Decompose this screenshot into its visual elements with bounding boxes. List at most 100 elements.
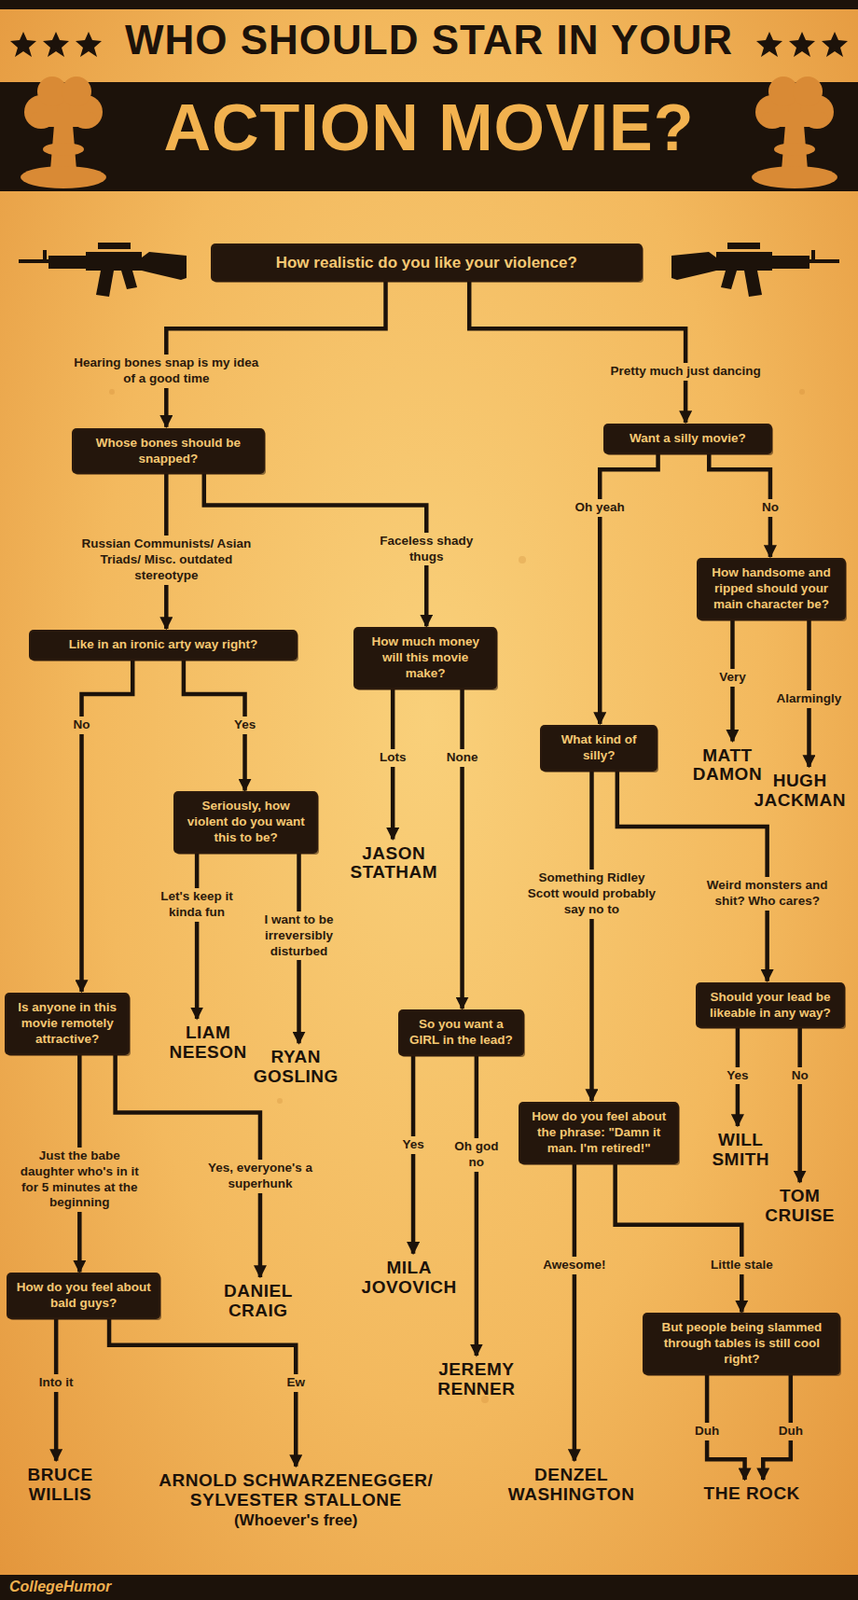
answer-name: LIAM NEESON — [167, 1021, 250, 1065]
question-text: How realistic do you like your violence? — [221, 252, 632, 273]
flow-arrow — [589, 769, 595, 1101]
branch-label: Into it — [25, 1373, 87, 1392]
branch-label: Alarmingly — [762, 690, 855, 708]
answer-name: JASON STATHAM — [347, 842, 440, 886]
question-box: So you want a GIRL in the lead? — [400, 1010, 523, 1054]
flow-arrow — [109, 1316, 296, 1467]
flow-arrow — [459, 687, 465, 1009]
answer-text: THE ROCK — [704, 1483, 801, 1504]
flow-arrow — [474, 1053, 480, 1356]
question-text: How handsome and ripped should your main… — [705, 565, 837, 613]
branch-label: Yes, everyone's a superhunk — [193, 1159, 327, 1193]
answer-text: RYAN GOSLING — [253, 1047, 339, 1087]
branch-label: Let's keep it kinda fun — [148, 887, 246, 922]
answer-text: LIAM NEESON — [169, 1023, 248, 1063]
branch-label: None — [436, 748, 488, 767]
branch-label: I want to be irreversibly disturbed — [248, 911, 350, 961]
question-box: Should your lead be likeable in any way? — [697, 983, 844, 1027]
branch-label: Lots — [367, 748, 419, 767]
answer-name: DANIEL CRAIG — [221, 1279, 294, 1323]
question-text: But people being slammed through tables … — [651, 1319, 831, 1368]
branch-label: Awesome! — [533, 1256, 616, 1274]
question-box: But people being slammed through tables … — [644, 1314, 839, 1373]
answer-text: ARNOLD SCHWARZENEGGER/ SYLVESTER STALLON… — [144, 1470, 447, 1510]
answer-text: TOM CRUISE — [764, 1186, 835, 1226]
branch-label: Pretty much just dancing — [578, 362, 793, 381]
answer-name: WILL SMITH — [709, 1128, 772, 1172]
answer-text: MILA JOVOVICH — [361, 1258, 457, 1298]
answer-name: HUGH JACKMAN — [751, 769, 848, 813]
flow-arrow — [572, 1162, 578, 1461]
flow-arrow — [166, 279, 386, 428]
branch-label: Oh god no — [451, 1137, 503, 1172]
question-text: So you want a GIRL in the lead? — [407, 1016, 515, 1049]
branch-label: Yes — [224, 716, 266, 734]
question-box: What kind of silly? — [541, 726, 655, 770]
branch-label: Little stale — [695, 1256, 788, 1274]
branch-label: Weird monsters and shit? Who cares? — [691, 876, 845, 911]
answer-text: (Whoever's free) — [144, 1511, 447, 1530]
flow-arrow — [615, 1162, 743, 1313]
answer-text: HUGH JACKMAN — [753, 771, 846, 811]
branch-label: Oh yeah — [564, 498, 637, 517]
branch-label: Yes — [717, 1066, 759, 1085]
watermark: CollegeHumor — [9, 1576, 111, 1597]
branch-label: Very — [706, 668, 759, 687]
question-text: What kind of silly? — [549, 732, 648, 764]
answer-name: ARNOLD SCHWARZENEGGER/ SYLVESTER STALLON… — [142, 1468, 449, 1531]
answer-text: BRUCE WILLIS — [27, 1465, 94, 1505]
flow-arrow — [599, 452, 658, 724]
flow-arrow — [82, 658, 134, 992]
answer-text: DENZEL WASHINGTON — [508, 1465, 636, 1505]
answer-name: TOM CRUISE — [762, 1184, 837, 1228]
question-box: Like in an ironic arty way right? — [30, 631, 296, 659]
branch-label: Ew — [275, 1373, 317, 1392]
question-box: Is anyone in this movie remotely attract… — [6, 994, 128, 1053]
flow-arrow — [469, 279, 686, 423]
branch-label: Something Ridley Scott would probably sa… — [523, 869, 662, 919]
question-text: How much money will this movie make? — [362, 634, 488, 682]
question-box: How do you feel about the phrase: "Damn … — [520, 1103, 677, 1163]
question-box: Want a silly movie? — [605, 425, 771, 453]
branch-label: Hearing bones snap is my idea of a good … — [69, 354, 263, 388]
answer-name: MATT DAMON — [691, 744, 764, 788]
question-text: How do you feel about the phrase: "Damn … — [527, 1108, 669, 1157]
branch-label: No — [749, 498, 791, 517]
branch-label: Duh — [770, 1422, 812, 1440]
branch-label: Just the babe daughter who's in it for 5… — [18, 1147, 141, 1213]
question-text: How do you feel about bald guys? — [15, 1279, 152, 1312]
flow-arrow — [194, 851, 200, 1019]
answer-name: JEREMY RENNER — [435, 1357, 517, 1401]
answer-text: DANIEL CRAIG — [223, 1281, 292, 1321]
answer-text: JEREMY RENNER — [437, 1359, 515, 1399]
answer-text: WILL SMITH — [711, 1130, 770, 1170]
answer-name: BRUCE WILLIS — [26, 1463, 96, 1507]
answer-name: RYAN GOSLING — [251, 1045, 341, 1089]
question-box: Seriously, how violent do you want this … — [175, 792, 317, 852]
question-box: How do you feel about bald guys? — [8, 1273, 159, 1317]
answer-name: THE ROCK — [702, 1481, 803, 1506]
branch-label: No — [779, 1066, 821, 1085]
answer-text: JASON STATHAM — [349, 844, 438, 884]
question-text: Is anyone in this movie remotely attract… — [13, 999, 121, 1048]
answer-text: MATT DAMON — [692, 746, 762, 786]
question-box: Whose bones should be snapped? — [73, 429, 263, 473]
flow-arrow — [797, 1025, 803, 1182]
question-text: Whose bones should be snapped? — [81, 435, 256, 468]
branch-label: No — [61, 716, 103, 734]
answer-name: MILA JOVOVICH — [359, 1256, 459, 1300]
question-text: Want a silly movie? — [612, 430, 763, 447]
branch-label: Russian Communists/ Asian Triads/ Misc. … — [77, 535, 256, 585]
title: WHO SHOULD STAR IN YOUR ACTION MOVIE? — [46, 0, 812, 172]
question-text: Seriously, how violent do you want this … — [182, 798, 309, 846]
question-text: Like in an ironic arty way right? — [38, 636, 289, 653]
question-box: How handsome and ripped should your main… — [698, 559, 845, 619]
question-text: Should your lead be likeable in any way? — [705, 989, 836, 1022]
branch-label: Duh — [686, 1422, 728, 1440]
branch-label: Faceless shady thugs — [375, 532, 478, 567]
question-box: How realistic do you like your violence? — [212, 245, 641, 280]
answer-name: DENZEL WASHINGTON — [506, 1463, 637, 1507]
branch-label: Yes — [392, 1135, 434, 1154]
question-box: How much money will this movie make? — [355, 628, 496, 688]
